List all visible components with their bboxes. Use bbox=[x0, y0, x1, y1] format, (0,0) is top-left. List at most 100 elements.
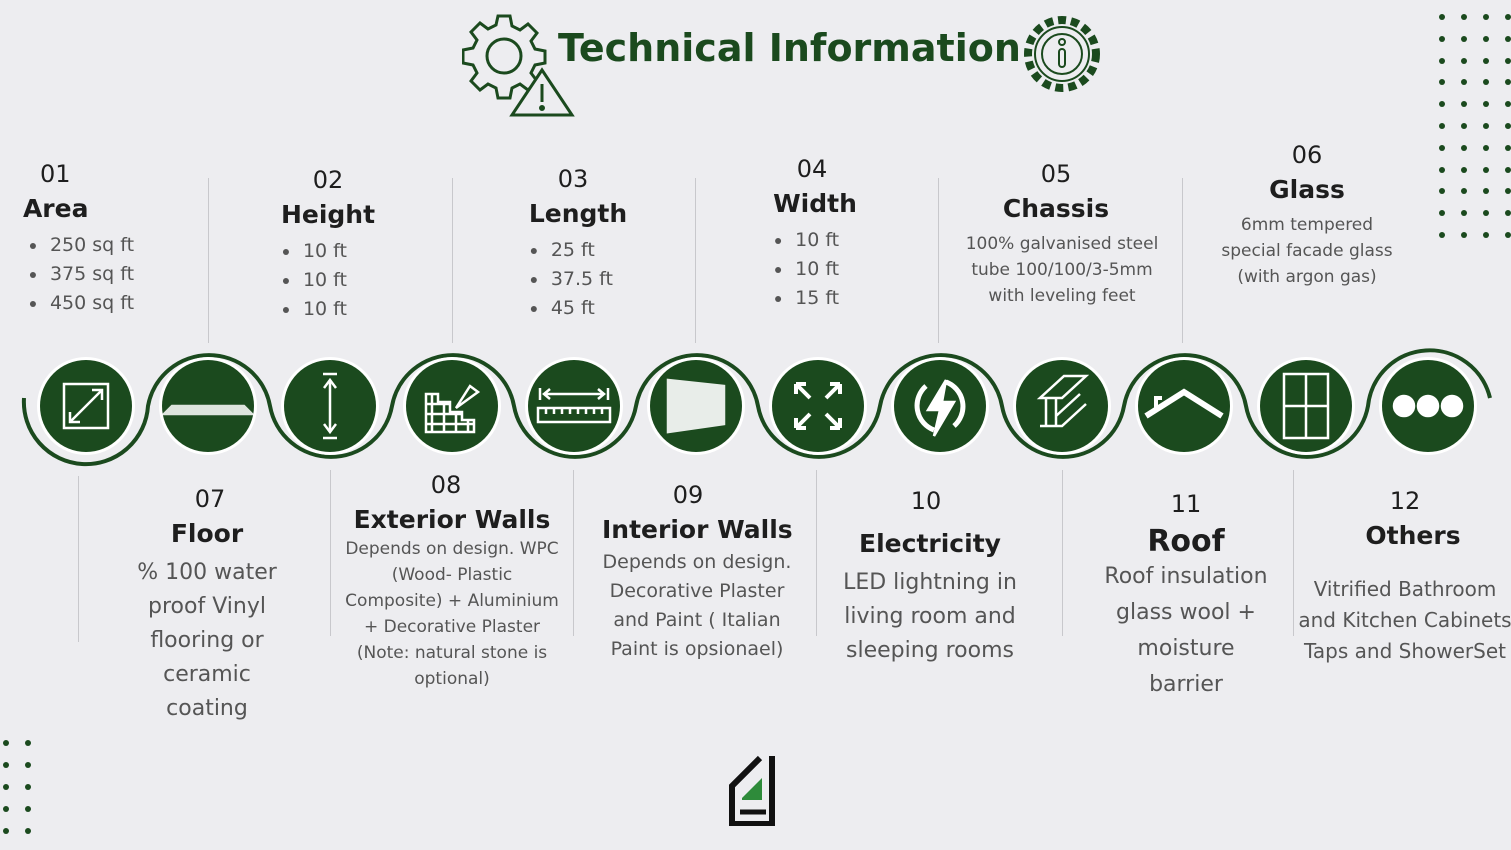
dot bbox=[1505, 35, 1511, 42]
dot bbox=[1461, 144, 1467, 151]
divider bbox=[208, 178, 209, 343]
wall-icon bbox=[647, 357, 745, 455]
list-item: 10 ft bbox=[301, 266, 375, 295]
dot bbox=[1483, 101, 1489, 108]
spec-height: 02 Height 10 ft 10 ft 10 ft bbox=[281, 166, 375, 324]
item-description: Roof insulation glass wool + moisture ba… bbox=[1104, 564, 1268, 697]
item-title: Glass bbox=[1269, 175, 1345, 204]
steel-beam-icon bbox=[1013, 357, 1111, 455]
dot bbox=[1505, 101, 1511, 108]
divider bbox=[695, 178, 696, 343]
bullet-list: 10 ft 10 ft 10 ft bbox=[281, 237, 375, 324]
more-icon bbox=[1379, 357, 1477, 455]
dot bbox=[1461, 232, 1467, 238]
dot bbox=[1483, 166, 1489, 173]
dot bbox=[3, 762, 9, 768]
dot bbox=[25, 828, 31, 834]
dot bbox=[1439, 166, 1445, 173]
item-title: Roof bbox=[1147, 524, 1225, 559]
dot bbox=[1461, 101, 1467, 108]
dot bbox=[1505, 123, 1511, 129]
dot bbox=[1461, 79, 1467, 86]
item-title: Area bbox=[22, 194, 89, 223]
dot bbox=[1461, 166, 1467, 173]
item-title: Floor bbox=[170, 519, 244, 548]
dot bbox=[1483, 35, 1489, 42]
spec-length: 03 Length 25 ft 37.5 ft 45 ft bbox=[529, 165, 627, 323]
dot bbox=[1461, 123, 1467, 129]
item-number: 10 bbox=[910, 487, 942, 515]
dot bbox=[1505, 232, 1511, 238]
dot bbox=[25, 806, 31, 812]
list-item: 37.5 ft bbox=[549, 265, 627, 294]
dot bbox=[25, 740, 31, 746]
dot bbox=[1461, 35, 1467, 42]
dot bbox=[25, 784, 31, 790]
bullet-list: 10 ft 10 ft 15 ft bbox=[773, 226, 857, 313]
list-item: 250 sq ft bbox=[48, 231, 134, 260]
item-description: % 100 water proof Vinyl flooring or cera… bbox=[137, 560, 277, 721]
item-title: Interior Walls bbox=[602, 515, 793, 544]
item-description: 100% galvanised steel tube 100/100/3-5mm… bbox=[965, 234, 1159, 306]
dot bbox=[3, 740, 9, 746]
spec-others: 12 Others Vitrified Bathroom and Kitchen… bbox=[1298, 487, 1511, 667]
item-title: Others bbox=[1365, 521, 1461, 550]
dot bbox=[1461, 210, 1467, 217]
list-item: 25 ft bbox=[549, 236, 627, 265]
item-number: 03 bbox=[557, 165, 589, 193]
dot bbox=[1505, 14, 1511, 20]
item-title: Exterior Walls bbox=[353, 505, 551, 534]
lightning-icon bbox=[891, 357, 989, 455]
divider bbox=[816, 470, 817, 636]
dot bbox=[1505, 144, 1511, 151]
item-number: 09 bbox=[672, 481, 704, 509]
brick-wall-trowel-icon bbox=[403, 357, 501, 455]
spec-electricity: 10 Electricity LED lightning in living r… bbox=[838, 487, 1023, 668]
dot bbox=[1439, 210, 1445, 217]
list-item: 10 ft bbox=[793, 226, 857, 255]
divider bbox=[938, 178, 939, 343]
dot bbox=[1483, 57, 1489, 64]
vertical-height-icon bbox=[281, 357, 379, 455]
item-title: Height bbox=[280, 200, 376, 229]
item-description: Depends on design. WPC (Wood- Plastic Co… bbox=[345, 539, 559, 689]
spec-chassis: 05 Chassis 100% galvanised steel tube 10… bbox=[962, 160, 1162, 309]
dot bbox=[1461, 14, 1467, 20]
item-number: 07 bbox=[194, 485, 226, 513]
dot bbox=[1483, 188, 1489, 195]
dot bbox=[1483, 144, 1489, 151]
dot bbox=[1505, 79, 1511, 86]
dot bbox=[1483, 232, 1489, 238]
dot bbox=[1483, 14, 1489, 20]
divider bbox=[78, 476, 79, 642]
spec-floor: 07 Floor % 100 water proof Vinyl floorin… bbox=[122, 485, 292, 726]
item-description: 6mm tempered special facade glass (with … bbox=[1221, 215, 1393, 287]
divider bbox=[1293, 470, 1294, 636]
list-item: 45 ft bbox=[549, 294, 627, 323]
item-description: LED lightning in living room and sleepin… bbox=[843, 570, 1017, 663]
timeline-wave bbox=[21, 348, 1492, 467]
item-number: 08 bbox=[430, 471, 462, 499]
ruler-icon bbox=[525, 357, 623, 455]
item-description: Vitrified Bathroom and Kitchen Cabinets … bbox=[1298, 577, 1511, 663]
bullet-list: 25 ft 37.5 ft 45 ft bbox=[529, 236, 627, 323]
dot bbox=[1439, 35, 1445, 42]
gear-info-icon bbox=[1024, 16, 1100, 92]
list-item: 15 ft bbox=[793, 284, 857, 313]
dot bbox=[1439, 101, 1445, 108]
dot bbox=[1505, 188, 1511, 195]
divider bbox=[452, 178, 453, 343]
dot bbox=[1439, 232, 1445, 238]
divider bbox=[1182, 178, 1183, 343]
item-title: Length bbox=[528, 199, 628, 228]
floor-tiles-icon bbox=[159, 357, 257, 455]
divider bbox=[573, 470, 574, 636]
dot bbox=[1461, 57, 1467, 64]
expand-icon bbox=[769, 357, 867, 455]
dot bbox=[1505, 166, 1511, 173]
list-item: 10 ft bbox=[301, 295, 375, 324]
dot bbox=[1483, 123, 1489, 129]
dot bbox=[1439, 123, 1445, 129]
list-item: 10 ft bbox=[793, 255, 857, 284]
dot bbox=[1439, 57, 1445, 64]
